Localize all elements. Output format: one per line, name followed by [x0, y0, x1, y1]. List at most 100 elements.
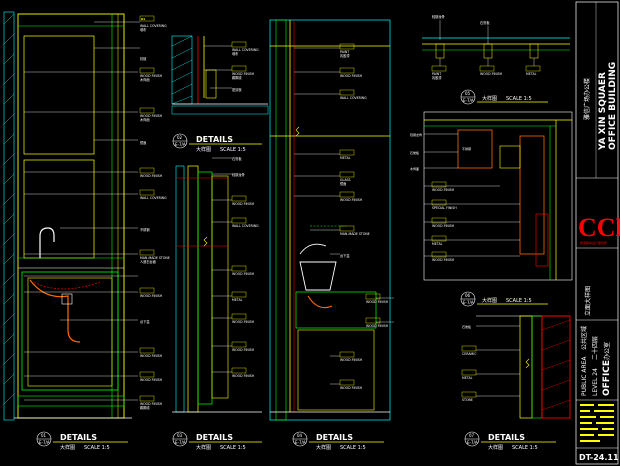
svg-text:SCALE 1:5: SCALE 1:5: [220, 147, 246, 153]
svg-text:不锈钢: 不锈钢: [462, 146, 471, 151]
svg-text:WOOD FINISH: WOOD FINISH: [232, 374, 255, 378]
svg-text:WOOD FINISH: WOOD FINISH: [432, 188, 455, 192]
svg-text:WOOD FINISH: WOOD FINISH: [366, 324, 389, 328]
svg-text:DETAILS: DETAILS: [196, 135, 233, 144]
svg-text:METAL: METAL: [462, 376, 473, 380]
level-label: LEVEL 24: [592, 368, 599, 396]
svg-text:密封胶: 密封胶: [232, 87, 242, 92]
tag-text: WALL COVERING: [140, 24, 167, 28]
tag-text: WOOD FINISH: [140, 402, 163, 406]
upper-panel: [23, 35, 95, 155]
svg-text:石膏板: 石膏板: [480, 20, 490, 25]
tag-text: WOOD FINISH: [140, 294, 163, 298]
note-text: 木饰面: [140, 117, 150, 122]
svg-text:E-7/A: E-7/A: [463, 98, 474, 103]
detail-title-07[interactable]: 07 E-7/A DETAILS 大样图 SCALE 1:5: [464, 431, 556, 451]
svg-text:E-7/A: E-7/A: [463, 300, 474, 305]
wall-hatch: [3, 13, 15, 405]
svg-text:WALL COVERING: WALL COVERING: [232, 224, 259, 228]
svg-text:乳胶漆: 乳胶漆: [432, 75, 442, 80]
svg-text:石膏板: 石膏板: [232, 156, 242, 161]
detail-title: DETAILS: [60, 433, 97, 442]
svg-text:MAN-MADE STONE: MAN-MADE STONE: [340, 232, 370, 236]
svg-text:WOOD FINISH: WOOD FINISH: [232, 272, 255, 276]
svg-text:E-7/A: E-7/A: [39, 440, 50, 445]
svg-text:01: 01: [41, 433, 47, 438]
svg-text:METAL: METAL: [526, 72, 537, 76]
svg-text:大样图: 大样图: [482, 297, 497, 304]
tag-text: WOOD FINISH: [140, 354, 163, 358]
svg-text:SCALE 1:5: SCALE 1:5: [84, 445, 110, 451]
svg-text:大样图: 大样图: [316, 444, 331, 451]
basin-icon: [299, 261, 337, 291]
svg-text:WALL COVERING: WALL COVERING: [232, 48, 259, 52]
detail-06: 轻钢龙骨 石膏板 木饰面 WOOD FINISH SPECIAL FINISH …: [410, 111, 573, 307]
note-text: 踢脚线: [140, 405, 150, 410]
svg-text:STONE: STONE: [462, 398, 473, 402]
title-block: 雅信广场办公楼 YA XIN SQUAER OFFICE BUILDING CC…: [575, 1, 620, 465]
room-cn: 办公室: [603, 342, 611, 360]
detail-04: PAINT 乳胶漆 WOOD FINISH WALL COVERING META…: [269, 19, 394, 451]
svg-text:WOOD FINISH: WOOD FINISH: [232, 202, 255, 206]
tag-text: MAN-MADE STONE: [140, 256, 170, 260]
svg-text:大样图: 大样图: [488, 444, 503, 451]
detail-title-04[interactable]: 04 E-7/A DETAILS 大样图 SCALE 1:5: [292, 431, 384, 451]
svg-text:WOOD FINISH: WOOD FINISH: [340, 386, 363, 390]
svg-text:05: 05: [465, 91, 471, 96]
material-tags-04: PAINT 乳胶漆 WOOD FINISH WALL COVERING META…: [339, 43, 389, 390]
drain-pipe: [29, 279, 81, 343]
detail-03: 石膏板 轻钢龙骨 WOOD FINISH WALL COVERING WOOD …: [172, 156, 262, 451]
faucet-icon: [299, 243, 327, 255]
svg-text:07: 07: [469, 433, 475, 438]
svg-text:PAINT: PAINT: [340, 50, 349, 54]
svg-text:大样图: 大样图: [60, 444, 75, 451]
svg-text:WOOD FINISH: WOOD FINISH: [340, 74, 363, 78]
note-text: 镜面: [140, 140, 146, 145]
svg-text:SCALE 1:5: SCALE 1:5: [506, 96, 532, 102]
note-text: 木饰面: [140, 77, 150, 82]
svg-text:SCALE 1:5: SCALE 1:5: [220, 445, 246, 451]
svg-text:大样图: 大样图: [482, 95, 497, 102]
svg-text:木饰面: 木饰面: [410, 166, 419, 171]
svg-text:SPECIAL FINISH: SPECIAL FINISH: [432, 206, 457, 210]
detail-title-05[interactable]: 05 E-7/A 大样图 SCALE 1:5: [460, 89, 548, 105]
area-label: PUBLIC AREA: [581, 356, 588, 396]
tag-text: WOOD FINISH: [140, 114, 163, 118]
detail-title-01[interactable]: 01 E-7/A DETAILS 大样图 SCALE 1:5: [36, 431, 128, 451]
svg-text:乳胶漆: 乳胶漆: [340, 53, 350, 58]
p-trap-icon: [61, 293, 73, 305]
svg-text:WOOD FINISH: WOOD FINISH: [480, 72, 503, 76]
tag-text: WOOD FINISH: [140, 74, 163, 78]
note-text: 人造石台面: [140, 259, 156, 264]
detail-title-03[interactable]: 03 E-7/A DETAILS 大样图 SCALE 1:5: [172, 431, 262, 451]
leaders-01: [24, 21, 140, 401]
tag-text: WOOD FINISH: [140, 174, 163, 178]
svg-text:轻钢龙骨: 轻钢龙骨: [232, 172, 245, 177]
svg-text:06: 06: [465, 293, 471, 298]
svg-text:01: 01: [141, 17, 145, 21]
detail-title-02[interactable]: 02 E-7/A DETAILS 大样图 SCALE 1:5: [172, 133, 262, 153]
note-text: 铰链: [140, 56, 147, 61]
svg-text:PAINT: PAINT: [432, 72, 441, 76]
svg-text:E-7/A: E-7/A: [175, 142, 186, 147]
detail-01: 01 WALL COVERING 墙布 铰链 WOOD FINISH 木饰面 W…: [3, 11, 170, 451]
svg-text:石膏板: 石膏板: [410, 150, 419, 155]
company-subtitle: 香港郑中设计事务所: [580, 240, 607, 245]
detail-02: WALL COVERING 墙布 WOOD FINISH 踢脚线 密封胶 02 …: [171, 35, 269, 153]
svg-text:WOOD FINISH: WOOD FINISH: [432, 258, 455, 262]
material-tags-06: 轻钢龙骨 石膏板 木饰面 WOOD FINISH SPECIAL FINISH …: [410, 132, 471, 262]
sheet-name: 立面大样图: [584, 286, 592, 316]
revision-table: [580, 404, 614, 442]
svg-text:E-7/A: E-7/A: [467, 440, 478, 445]
room-label: OFFICE: [602, 360, 612, 396]
note-text: 台下盆: [140, 319, 150, 324]
svg-text:04: 04: [297, 433, 303, 438]
material-tags-07: 石膏板 CERAMIC METAL STONE: [461, 324, 477, 402]
detail-title-06[interactable]: 06 E-7/A 大样图 SCALE 1:5: [460, 291, 548, 307]
svg-text:大样图: 大样图: [196, 146, 211, 153]
note-text: 墙布: [140, 27, 146, 32]
svg-text:WOOD FINISH: WOOD FINISH: [232, 320, 255, 324]
project-name-en: YA XIN SQUAER: [598, 72, 608, 151]
material-tags-05: 轻钢龙骨 石膏板 PAINT 乳胶漆 WOOD FINISH METAL: [431, 14, 541, 80]
